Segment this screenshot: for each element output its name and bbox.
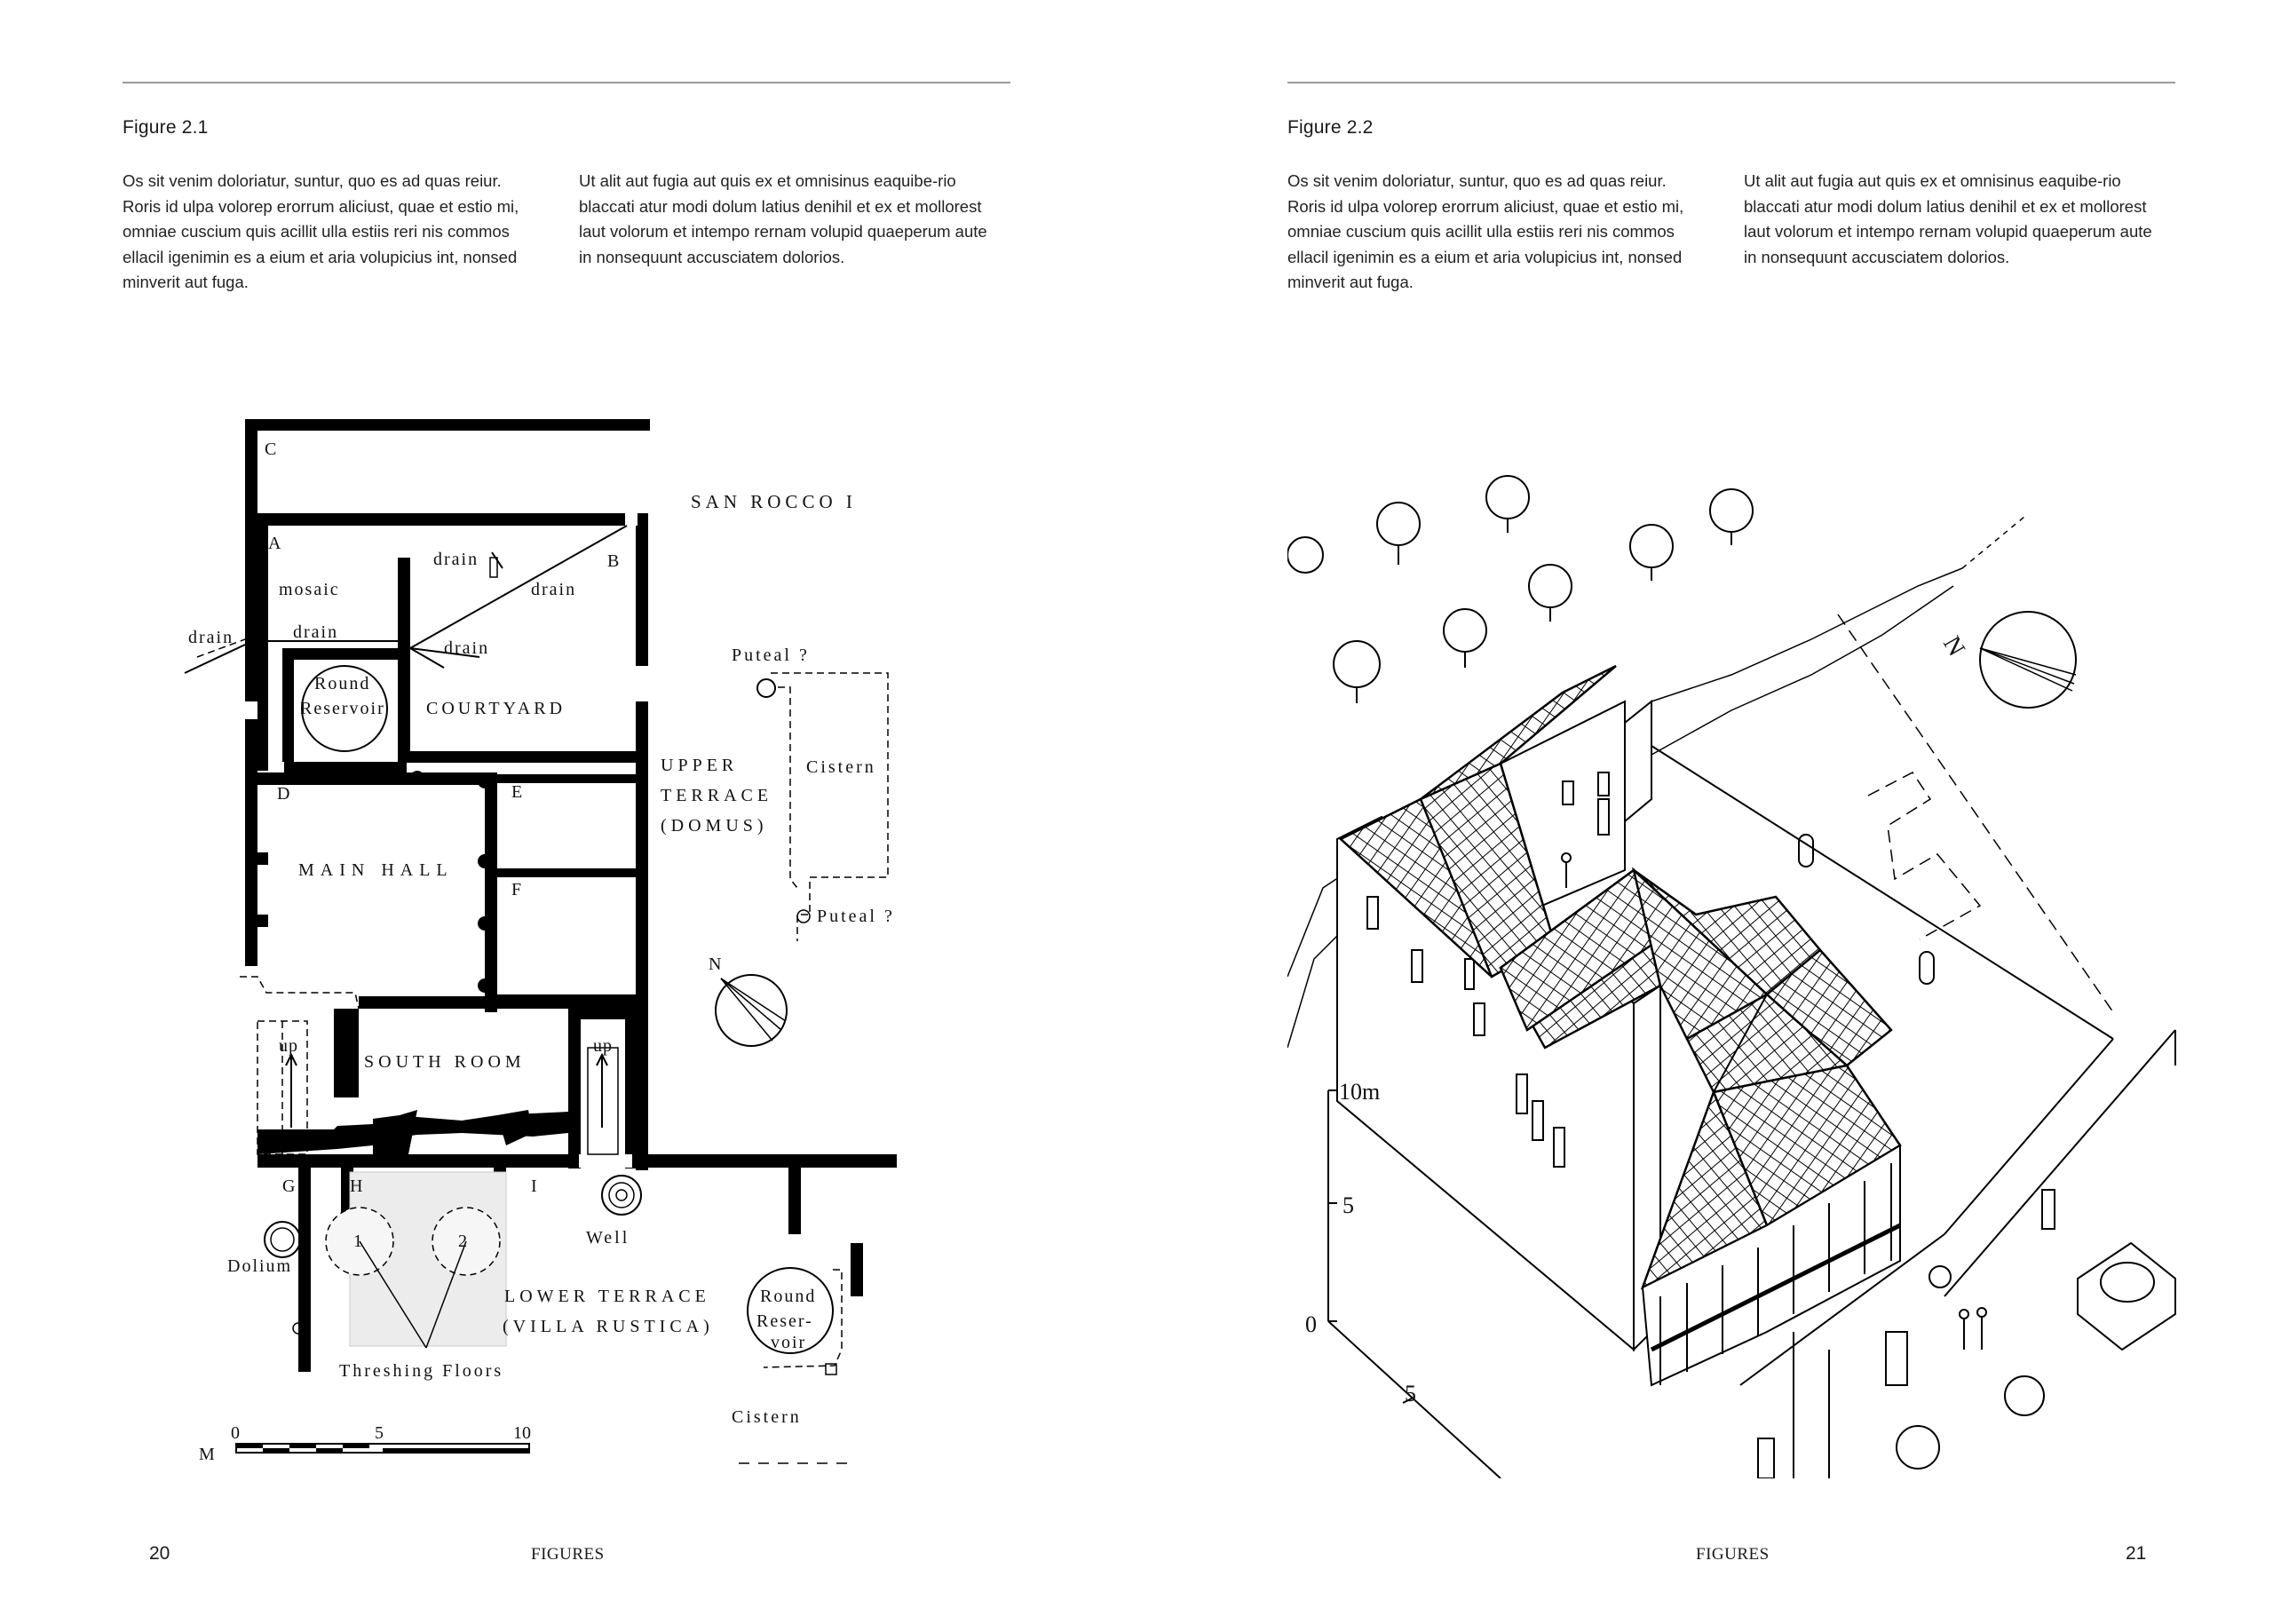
label-floor-2: 2 <box>458 1232 467 1251</box>
label-cistern-top: Cistern <box>806 757 876 777</box>
label-mosaic: mosaic <box>279 580 340 599</box>
label-drain-3: drain <box>188 628 234 647</box>
label-well: Well <box>586 1228 630 1248</box>
north-arrow <box>715 974 788 1047</box>
height-scale <box>1327 1089 1501 1478</box>
label-san-rocco: SAN ROCCO I <box>691 491 857 512</box>
label-up-1: up <box>279 1036 298 1056</box>
label-lower-terrace-2: (VILLA RUSTICA) <box>503 1317 714 1336</box>
scale-label-0: 0 <box>231 1423 240 1443</box>
label-drain-5: drain <box>444 638 489 658</box>
label-north: N <box>709 955 721 974</box>
scale-label-depth-5: 5 <box>1405 1381 1416 1406</box>
label-south-room: SOUTH ROOM <box>364 1052 526 1072</box>
label-reservoir-2-3: voir <box>771 1333 806 1352</box>
label-reservoir-2-1: Round <box>760 1287 816 1306</box>
right-page: Figure 2.2 Os sit venim doloriatur, sunt… <box>1136 0 2273 1624</box>
label-cistern-bottom: Cistern <box>732 1407 802 1427</box>
site-plan-figure: C SAN ROCCO I A B mosaic drain drain dra… <box>184 419 897 1464</box>
label-main-hall: MAIN HALL <box>298 860 454 880</box>
label-a: A <box>268 534 281 553</box>
label-courtyard: COURTYARD <box>426 699 566 718</box>
scale-label-5: 5 <box>1342 1192 1354 1218</box>
label-reservoir-2-2: Reser- <box>756 1311 813 1331</box>
label-floor-1: 1 <box>353 1232 362 1251</box>
running-head: FIGURES <box>531 1545 605 1564</box>
label-round-reservoir-1: Round <box>314 674 370 693</box>
label-upper-1: UPPER <box>661 756 738 775</box>
caption-column-2: Ut alit aut fugia aut quis ex et omnisin… <box>579 171 987 266</box>
label-puteal-bottom: Puteal ? <box>817 907 895 926</box>
caption-column-2: Ut alit aut fugia aut quis ex et omnisin… <box>1744 171 2152 266</box>
label-i: I <box>531 1176 537 1196</box>
label-drain-1: drain <box>433 550 479 569</box>
isometric-reconstruction-figure: 10m 5 0 5 N <box>1287 475 2176 1478</box>
left-page: Figure 2.1 Os sit venim doloriatur, sunt… <box>0 0 1136 1624</box>
label-b: B <box>607 551 619 571</box>
scale-label-0: 0 <box>1305 1311 1317 1337</box>
scale-label-m: M <box>199 1445 215 1464</box>
label-h: H <box>350 1176 362 1196</box>
page-number: 21 <box>2126 1543 2147 1564</box>
label-d: D <box>277 784 289 804</box>
caption-column-1: Os sit venim doloriatur, suntur, quo es … <box>1287 171 1684 291</box>
scale-label-5: 5 <box>375 1423 384 1443</box>
top-rule <box>1287 82 2175 83</box>
label-lower-terrace-1: LOWER TERRACE <box>504 1287 710 1306</box>
label-drain-2: drain <box>531 580 576 599</box>
label-up-2: up <box>593 1036 613 1056</box>
figure-title: Figure 2.2 <box>1287 117 1374 138</box>
top-rule <box>123 82 1010 83</box>
page-number: 20 <box>149 1543 170 1564</box>
scale-bar <box>235 1443 530 1454</box>
north-arrow <box>1979 611 2077 709</box>
label-drain-4: drain <box>293 622 338 642</box>
label-g: G <box>282 1176 295 1196</box>
label-f: F <box>511 880 521 899</box>
label-dolium: Dolium <box>227 1256 292 1276</box>
label-threshing-floors: Threshing Floors <box>339 1361 503 1381</box>
label-c: C <box>265 440 276 459</box>
scale-label-10: 10 <box>513 1423 531 1443</box>
label-north: N <box>1937 631 1970 661</box>
label-upper-3: (DOMUS) <box>661 816 768 836</box>
caption-column-1: Os sit venim doloriatur, suntur, quo es … <box>123 171 519 291</box>
label-round-reservoir-2: Reservoir <box>300 699 385 718</box>
scale-label-10m: 10m <box>1339 1079 1380 1105</box>
label-upper-2: TERRACE <box>661 786 772 805</box>
figure-title: Figure 2.1 <box>123 117 209 138</box>
label-puteal-top: Puteal ? <box>732 646 810 665</box>
running-head: FIGURES <box>1696 1545 1770 1564</box>
label-e: E <box>511 782 522 802</box>
